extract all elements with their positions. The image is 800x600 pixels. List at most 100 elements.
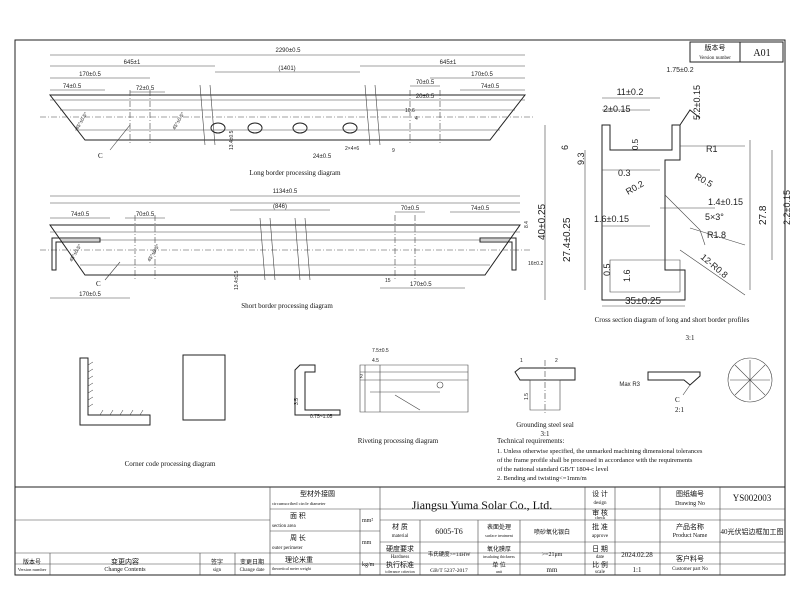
tech-req-line-4: 2. Bending and twisting<=1mm/m: [497, 475, 587, 482]
tb-material-label-en: material: [392, 534, 409, 539]
tb-perimeter-unit: mm: [362, 540, 372, 546]
dim-xs-35: 35±0.25: [625, 296, 662, 307]
label-c-short: C: [96, 280, 101, 288]
tb-weight-label-en: theoretical meter weight: [272, 566, 312, 571]
tb-circum-label-en: circumscribed circle diameter: [272, 501, 326, 506]
tb-drawing-no-label-en: Drawing No: [675, 501, 705, 507]
dim-long-overall: 2290±0.5: [276, 48, 302, 54]
dim-xs-2-2: 2.2±0.15: [782, 190, 792, 225]
dim-long-45-mid: 45°±0.5°: [172, 111, 187, 131]
tb-sign-label-en: sign: [213, 568, 222, 573]
version-label: 版本号: [705, 43, 726, 52]
cross-section-view: 11±0.2 1.75±0.2 5.2±0.15 2±0.15 R1 6 9.3…: [537, 67, 792, 342]
dim-short-15: 15: [385, 278, 391, 284]
dim-rivet-3-5: 3.5: [294, 398, 300, 405]
caption-corner-code: Corner code processing diagram: [125, 460, 216, 468]
tb-unit-label-en: unit: [496, 569, 503, 574]
tb-version-col-label: 版本号: [23, 558, 41, 566]
tb-hardness-value: 韦氏硬度>=14HW: [428, 550, 472, 558]
dim-short-70-left: 70±0.5: [136, 212, 155, 218]
dim-xs-0-5-top: 0.5: [631, 138, 640, 150]
tb-standard-value: GB/T 5237-2017: [430, 568, 468, 574]
tb-surface-label: 表面处理: [487, 523, 511, 531]
dim-xs-2: 2±0.15: [603, 104, 630, 114]
caption-cross-section: Cross section diagram of long and short …: [595, 316, 750, 324]
tb-perimeter-label-en: outer perimeter: [272, 546, 303, 551]
dim-ground-2: 2: [555, 358, 558, 364]
tb-material-label: 材 质: [392, 522, 408, 531]
tb-check-label: 审 核: [592, 508, 608, 517]
dim-long-center: (1401): [278, 66, 295, 72]
tb-oxide-value: >=21μm: [542, 552, 563, 558]
tech-req-line-1: 1. Unless otherwise specified, the unmar…: [497, 448, 703, 455]
tb-product-name-label-en: Product Name: [673, 533, 708, 539]
tb-product-name-label: 产品名称: [676, 522, 704, 531]
tb-standard-label: 执行标准: [386, 560, 414, 569]
caption-riveting: Riveting processing diagram: [358, 437, 439, 445]
dim-xs-r0-2: R0.2: [624, 179, 645, 197]
tb-design-label-en: design: [593, 501, 607, 506]
dim-long-13-4: 13.4±0.5: [229, 130, 235, 150]
tb-material-value: 6005-T6: [435, 527, 463, 536]
dim-short-8-4: 8.4: [524, 221, 530, 228]
dim-short-74-left: 74±0.5: [71, 212, 90, 218]
sheet-border: [14, 39, 786, 576]
tb-area-label-en: section area: [272, 524, 297, 529]
tb-drawing-no-label: 图纸编号: [676, 489, 704, 498]
dim-long-9: 9: [392, 148, 395, 154]
tb-weight-label: 理论米重: [285, 555, 313, 564]
dim-short-74-right: 74±0.5: [471, 206, 490, 212]
grounding-view: 1 2 1.5 Grounding steel seal 3:1: [514, 358, 576, 438]
dim-xs-6: 6: [560, 145, 570, 150]
dim-xs-0-5-bottom: 0.5: [602, 263, 612, 276]
tb-change-date-label-en: Change date: [240, 568, 266, 573]
dim-xs-1-6: 1.6±0.15: [594, 214, 629, 224]
tech-req-line-2: of the frame profile shall be processed …: [497, 457, 693, 464]
tb-unit-value: mm: [547, 566, 558, 574]
dim-xs-11: 11±0.2: [617, 87, 644, 97]
tb-product-name-value: 40光伏铝边框加工图: [721, 527, 784, 536]
tb-circum-label: 型材外接圆: [300, 489, 335, 498]
tb-design-label: 设 计: [592, 489, 608, 498]
tb-version-col-label-en: Version number: [18, 567, 47, 572]
label-c-long: C: [98, 152, 103, 160]
dim-long-4: 4: [415, 116, 418, 122]
dim-rivet-2: 2: [360, 374, 363, 380]
dim-short-center: (846): [273, 204, 287, 210]
tb-approve-label-en: approve: [592, 534, 609, 539]
dim-long-20: 20±0.5: [416, 94, 435, 100]
tb-surface-value: 喷砂氧化银白: [534, 528, 570, 536]
dim-long-2x: 2×4×6: [345, 146, 359, 152]
tb-sign-label: 签字: [211, 558, 223, 566]
dim-long-170-left: 170±0.5: [79, 72, 101, 78]
dim-short-overall: 1134±0.5: [273, 189, 298, 195]
tech-req-title: Technical requirements:: [497, 437, 564, 445]
tb-oxide-label-en: insulating thickness: [483, 554, 515, 559]
dim-long-half-left: 645±1: [124, 60, 141, 66]
tb-customer-part-label-en: Customer part No: [672, 567, 708, 572]
dim-xs-0-3: 0.3: [618, 168, 631, 178]
tb-change-date-label: 变更日期: [240, 558, 264, 566]
caption-grounding: Grounding steel seal: [516, 421, 574, 429]
dim-xs-9-3: 9.3: [576, 152, 586, 165]
tb-change-content-label: 变更内容: [111, 557, 139, 566]
version-label-en: Version number: [699, 56, 731, 61]
tb-oxide-label: 氧化膜厚: [487, 545, 511, 553]
dim-long-170-right: 170±0.5: [471, 72, 493, 78]
caption-long-border: Long border processing diagram: [249, 169, 341, 177]
dim-short-70-right: 70±0.5: [401, 206, 420, 212]
dim-long-half-right: 645±1: [440, 60, 457, 66]
corner-code-view: Corner code processing diagram: [79, 354, 226, 468]
dim-long-10-6: 10.6: [405, 108, 415, 114]
dim-xs-5x3: 5×3°: [705, 212, 724, 222]
short-border-view: 1134±0.5 (846) 74±0.5 70±0.5 70±0.5 74±0…: [40, 189, 543, 310]
dim-long-72: 72±0.5: [136, 86, 155, 92]
label-max-r3: Max R3: [619, 382, 640, 388]
dim-short-170-right: 170±0.5: [410, 282, 432, 288]
tb-check-label-en: check: [595, 515, 606, 520]
label-detail-c: C: [675, 396, 680, 404]
tb-scale-label-en: scale: [595, 570, 606, 575]
dim-rivet-4-5: 4.5: [372, 358, 379, 364]
tb-scale-value: 1:1: [633, 566, 642, 574]
tb-customer-part-label: 客户料号: [676, 554, 704, 563]
